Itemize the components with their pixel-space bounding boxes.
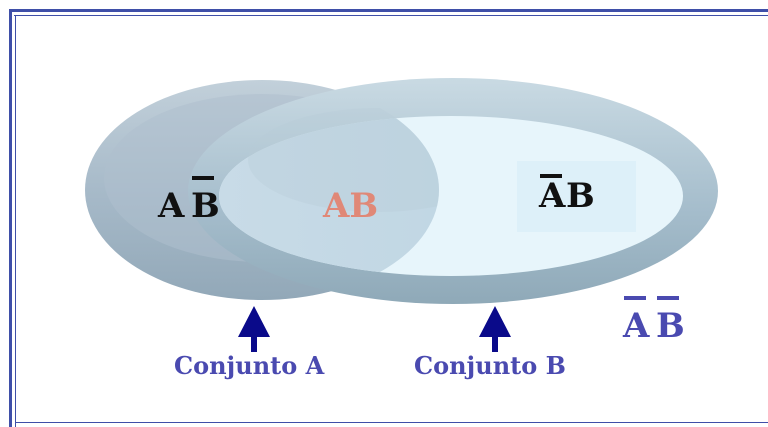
overbar-on-b — [192, 176, 214, 180]
label-not-a-b-letter-a: A — [538, 176, 566, 216]
caption-set-b: Conjunto B — [414, 351, 566, 380]
overbar-outside-a — [624, 296, 646, 300]
overbar-outside-b — [657, 296, 679, 300]
label-not-a-not-b: A B — [622, 296, 685, 346]
caption-set-a: Conjunto A — [174, 351, 325, 380]
frame-bottom-line — [15, 422, 768, 423]
frame-left-line — [9, 9, 12, 427]
label-not-a-b: A B — [538, 174, 595, 216]
intersection-region — [219, 108, 439, 276]
label-a-not-b-letter-a: A — [157, 186, 185, 226]
frame-left-line-inner — [15, 15, 16, 427]
arrow-up-icon — [238, 306, 270, 352]
label-outside-letter-b: B — [656, 306, 685, 346]
overbar-on-a — [540, 174, 562, 178]
label-a-not-b: A B — [157, 176, 220, 226]
frame-top-line-inner — [14, 15, 768, 16]
label-intersection-ab: AB — [322, 186, 378, 226]
arrow-up-icon — [479, 306, 511, 352]
b-only-label-box — [517, 161, 636, 232]
label-outside-letter-a: A — [622, 306, 650, 346]
frame-top-line — [9, 9, 768, 12]
label-not-a-b-letter-b: B — [566, 176, 595, 216]
label-a-not-b-letter-b: B — [191, 186, 220, 226]
